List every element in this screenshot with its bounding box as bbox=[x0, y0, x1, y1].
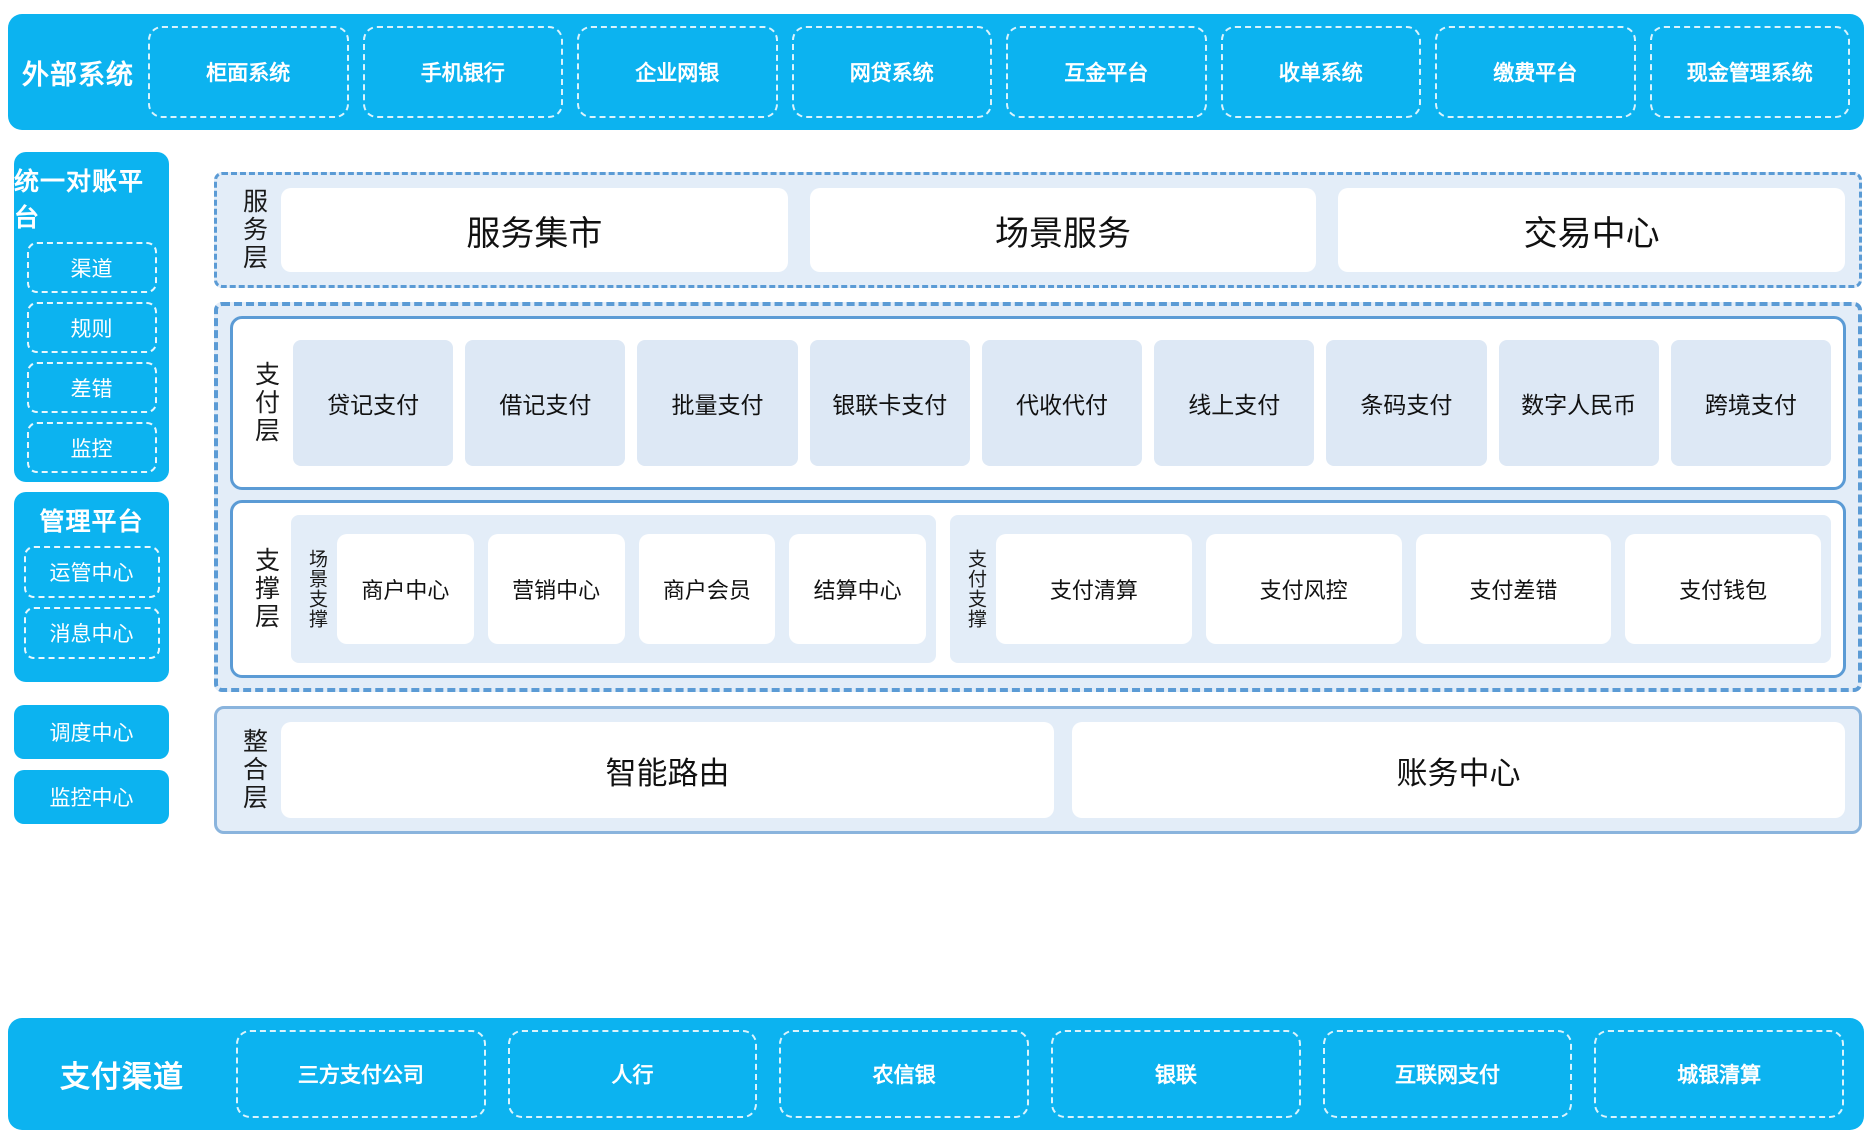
support-layer: 支撑层 场景支撑 商户中心 营销中心 商户会员 结算中心 支付支撑 支付清算 bbox=[230, 500, 1846, 678]
payment-card[interactable]: 数字人民币 bbox=[1498, 340, 1659, 467]
external-system-item[interactable]: 企业网银 bbox=[577, 26, 778, 118]
payment-channel-title: 支付渠道 bbox=[60, 1061, 184, 1094]
support-layer-groups: 场景支撑 商户中心 营销中心 商户会员 结算中心 支付支撑 支付清算 支付风控 … bbox=[291, 515, 1831, 664]
service-layer-label: 服务层 bbox=[239, 188, 268, 272]
scene-support-card[interactable]: 营销中心 bbox=[487, 534, 625, 645]
external-system-item[interactable]: 网贷系统 bbox=[791, 26, 992, 118]
recon-platform-title: 统一对账平台 bbox=[14, 168, 145, 232]
scene-support-label: 场景支撑 bbox=[305, 549, 327, 630]
external-systems-band: 外部系统 柜面系统 手机银行 企业网银 网贷系统 互金平台 收单系统 缴费平台 … bbox=[8, 14, 1864, 130]
scheduling-center-box[interactable]: 调度中心 bbox=[14, 705, 169, 759]
support-layer-label: 支撑层 bbox=[251, 547, 280, 632]
service-card-transaction[interactable]: 交易中心 bbox=[1338, 188, 1846, 272]
external-system-item[interactable]: 现金管理系统 bbox=[1649, 26, 1850, 118]
payment-channel-list: 三方支付公司 人行 农信银 银联 互联网支付 城银清算 bbox=[236, 1018, 1864, 1130]
recon-platform-item-channel[interactable]: 渠道 bbox=[26, 242, 157, 293]
payment-card[interactable]: 线上支付 bbox=[1154, 340, 1315, 467]
integration-card-accounting[interactable]: 账务中心 bbox=[1072, 722, 1845, 818]
integration-layer-label: 整合层 bbox=[239, 728, 268, 812]
scene-support-card[interactable]: 商户会员 bbox=[638, 534, 776, 645]
mgmt-platform-item-ops[interactable]: 运管中心 bbox=[23, 546, 160, 598]
payment-channel-item[interactable]: 互联网支付 bbox=[1322, 1030, 1573, 1118]
payment-card[interactable]: 跨境支付 bbox=[1670, 340, 1831, 467]
payment-card[interactable]: 银联卡支付 bbox=[809, 340, 970, 467]
mgmt-platform-title: 管理平台 bbox=[39, 508, 144, 536]
payment-channel-band: 支付渠道 三方支付公司 人行 农信银 银联 互联网支付 城银清算 bbox=[8, 1018, 1864, 1130]
payment-card[interactable]: 借记支付 bbox=[465, 340, 626, 467]
external-systems-title: 外部系统 bbox=[22, 59, 134, 90]
scene-support-card[interactable]: 商户中心 bbox=[337, 534, 474, 645]
scene-support-cards: 商户中心 营销中心 商户会员 结算中心 bbox=[337, 534, 926, 645]
scene-support-group: 场景支撑 商户中心 营销中心 商户会员 结算中心 bbox=[291, 515, 936, 664]
payment-support-card[interactable]: 支付差错 bbox=[1415, 534, 1612, 645]
payment-channel-item[interactable]: 人行 bbox=[507, 1030, 758, 1118]
service-layer: 服务层 服务集市 场景服务 交易中心 bbox=[214, 172, 1862, 288]
payment-channel-item[interactable]: 三方支付公司 bbox=[236, 1030, 486, 1118]
payment-support-label: 支付支撑 bbox=[964, 549, 986, 630]
mgmt-platform-box: 管理平台 运管中心 消息中心 bbox=[14, 492, 169, 682]
external-system-item[interactable]: 收单系统 bbox=[1220, 26, 1421, 118]
external-system-item[interactable]: 互金平台 bbox=[1006, 26, 1207, 118]
core-layers-container: 支付层 贷记支付 借记支付 批量支付 银联卡支付 代收代付 线上支付 条码支付 … bbox=[214, 302, 1862, 692]
external-systems-list: 柜面系统 手机银行 企业网银 网贷系统 互金平台 收单系统 缴费平台 现金管理系… bbox=[148, 14, 1864, 130]
service-card-scenario[interactable]: 场景服务 bbox=[809, 188, 1317, 272]
integration-layer-cards: 智能路由 账务中心 bbox=[281, 722, 1845, 818]
recon-platform-box: 统一对账平台 渠道 规则 差错 监控 bbox=[14, 152, 169, 482]
external-system-item[interactable]: 缴费平台 bbox=[1435, 26, 1636, 118]
recon-platform-item-error[interactable]: 差错 bbox=[26, 362, 157, 413]
payment-layer: 支付层 贷记支付 借记支付 批量支付 银联卡支付 代收代付 线上支付 条码支付 … bbox=[230, 316, 1846, 491]
payment-support-card[interactable]: 支付钱包 bbox=[1625, 534, 1821, 645]
monitoring-center-box[interactable]: 监控中心 bbox=[14, 770, 169, 824]
payment-card[interactable]: 代收代付 bbox=[981, 340, 1143, 467]
external-system-item[interactable]: 柜面系统 bbox=[148, 26, 349, 118]
payment-layer-cards: 贷记支付 借记支付 批量支付 银联卡支付 代收代付 线上支付 条码支付 数字人民… bbox=[293, 340, 1831, 467]
external-system-item[interactable]: 手机银行 bbox=[362, 26, 563, 118]
payment-channel-item[interactable]: 城银清算 bbox=[1594, 1030, 1845, 1118]
integration-card-smart-routing[interactable]: 智能路由 bbox=[281, 722, 1054, 818]
mgmt-platform-item-message[interactable]: 消息中心 bbox=[23, 607, 160, 659]
integration-layer: 整合层 智能路由 账务中心 bbox=[214, 706, 1862, 834]
recon-platform-item-rules[interactable]: 规则 bbox=[26, 302, 157, 353]
payment-card[interactable]: 条码支付 bbox=[1326, 340, 1487, 467]
service-card-marketplace[interactable]: 服务集市 bbox=[281, 188, 788, 272]
payment-layer-label: 支付层 bbox=[251, 361, 280, 446]
scene-support-card[interactable]: 结算中心 bbox=[789, 534, 926, 645]
payment-channel-item[interactable]: 银联 bbox=[1051, 1030, 1301, 1118]
payment-card[interactable]: 批量支付 bbox=[637, 340, 798, 467]
payment-channel-item[interactable]: 农信银 bbox=[779, 1030, 1030, 1118]
payment-support-cards: 支付清算 支付风控 支付差错 支付钱包 bbox=[996, 534, 1821, 645]
service-layer-cards: 服务集市 场景服务 交易中心 bbox=[281, 188, 1846, 272]
payment-support-group: 支付支撑 支付清算 支付风控 支付差错 支付钱包 bbox=[950, 515, 1831, 664]
recon-platform-item-monitor[interactable]: 监控 bbox=[26, 422, 157, 473]
payment-card[interactable]: 贷记支付 bbox=[293, 340, 454, 467]
payment-support-card[interactable]: 支付风控 bbox=[1205, 534, 1402, 645]
payment-support-card[interactable]: 支付清算 bbox=[996, 534, 1192, 645]
